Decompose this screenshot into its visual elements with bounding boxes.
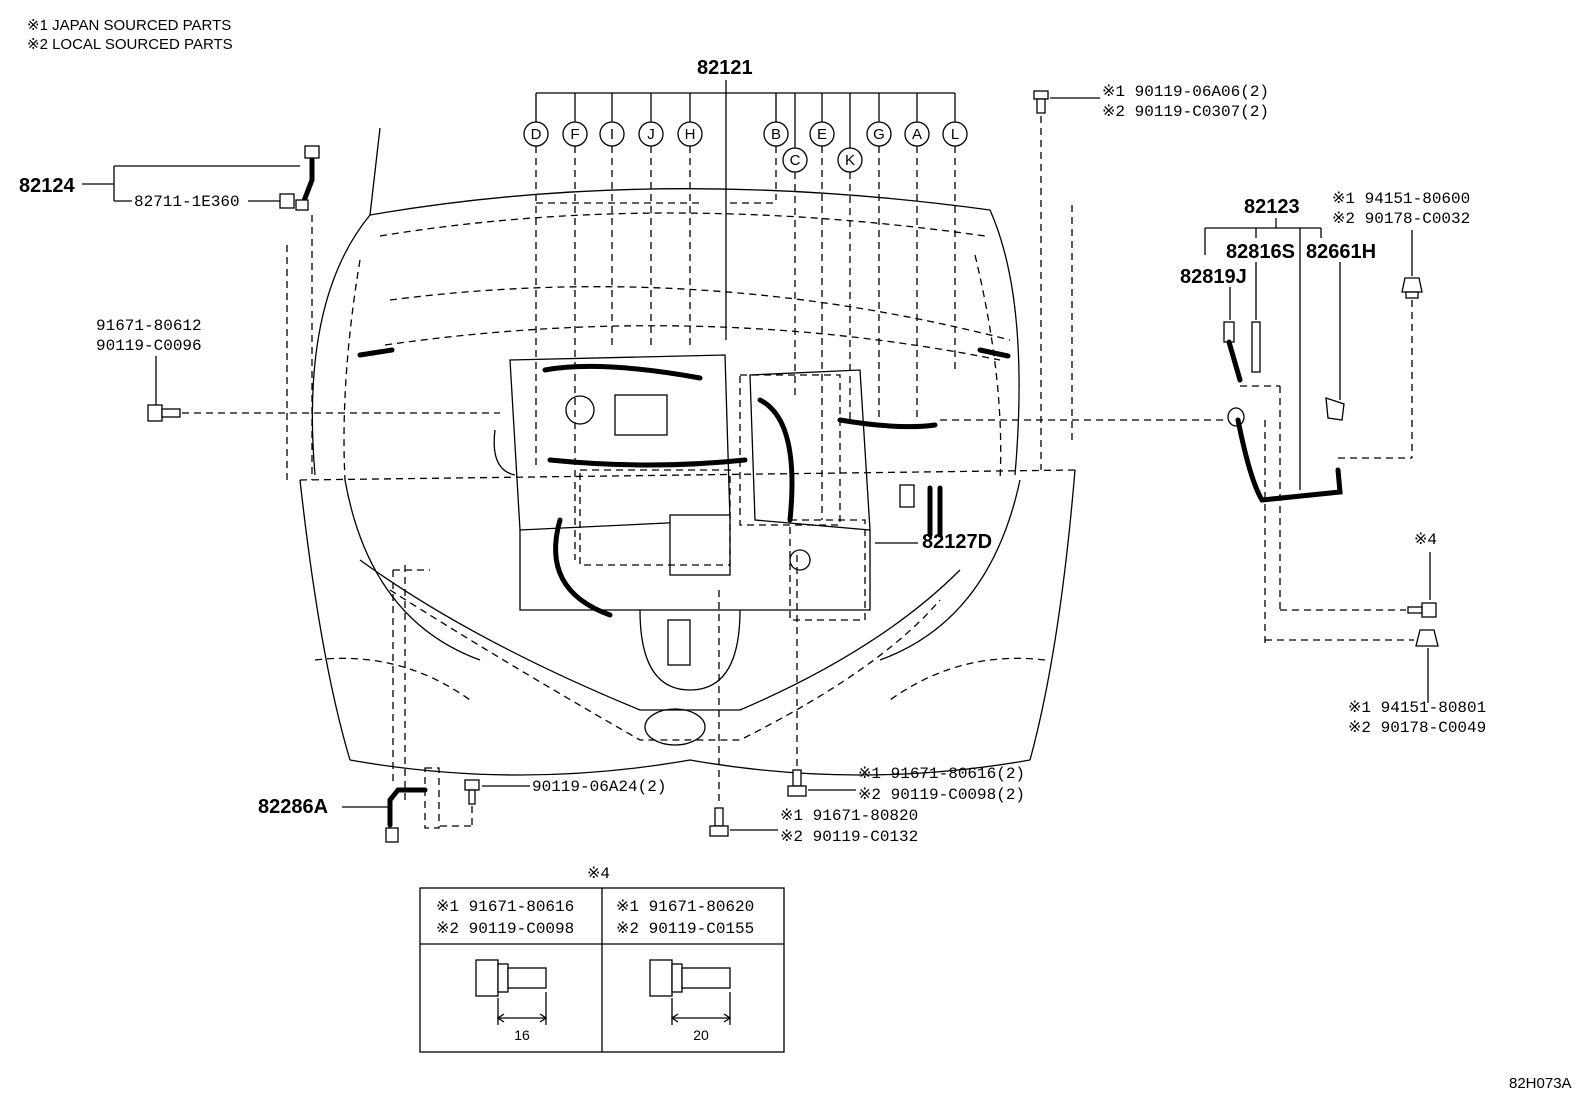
bolt-table-col1-line1: ※1 91671-80616	[436, 898, 574, 916]
clip-94151-80600-icon	[1401, 277, 1423, 299]
bolt-table-col1-line2: ※2 90119-C0098	[436, 920, 574, 938]
harness-bracket	[535, 80, 956, 340]
bolt-20-length: 20	[693, 1027, 709, 1043]
leader-82123	[1204, 218, 1341, 490]
bolt-16-icon	[475, 959, 548, 1025]
label-90119-c0132: ※2 90119-C0132	[780, 828, 918, 846]
connector-e: E	[817, 126, 827, 143]
figure-code: 82H073A	[1509, 1075, 1572, 1092]
label-82123: 82123	[1244, 196, 1300, 218]
bolt-table-ref: ※4	[587, 865, 610, 883]
vehicle-outline	[299, 127, 1076, 776]
label-82816s: 82816S	[1226, 241, 1295, 263]
connector-leaders	[535, 146, 956, 560]
bolt-20-icon	[649, 959, 732, 1025]
label-90119-c0307: ※2 90119-C0307(2)	[1102, 103, 1269, 121]
label-82121: 82121	[697, 57, 753, 79]
label-90119-c0098-2: ※2 90119-C0098(2)	[858, 786, 1025, 804]
part-82127d	[899, 484, 943, 538]
label-90178-c0032: ※2 90178-C0032	[1332, 210, 1470, 228]
bolt-table	[419, 887, 785, 1053]
bolt-90119-06a06-icon	[1033, 90, 1049, 114]
label-82127d: 82127D	[922, 531, 992, 553]
connector-b: B	[771, 126, 781, 143]
label-82711-1e360: 82711-1E360	[134, 193, 240, 211]
connector-g: G	[873, 126, 885, 143]
label-82661h: 82661H	[1306, 241, 1376, 263]
label-90178-c0049: ※2 90178-C0049	[1348, 719, 1486, 737]
bolt-16-length: 16	[514, 1027, 530, 1043]
clip-94151-80801-icon	[1415, 629, 1439, 647]
connector-i: I	[610, 126, 614, 143]
connector-a: A	[912, 126, 922, 143]
label-82286a: 82286A	[258, 796, 328, 818]
label-91671-80612: 91671-80612	[96, 317, 202, 335]
connector-circles	[523, 121, 968, 173]
label-94151-80600: ※1 94151-80600	[1332, 190, 1470, 208]
label-90119-06a06: ※1 90119-06A06(2)	[1102, 83, 1269, 101]
bolt-ref4-icon	[1407, 602, 1437, 618]
part-82123-harness	[1223, 321, 1412, 644]
connector-j: J	[647, 126, 655, 143]
label-82819j: 82819J	[1180, 266, 1247, 288]
connector-k: K	[845, 152, 855, 169]
connector-letters: D F I J H B E G A L C K	[531, 126, 960, 169]
note-local: ※2 LOCAL SOURCED PARTS	[27, 36, 233, 53]
label-91671-80616-2: ※1 91671-80616(2)	[858, 765, 1025, 783]
leader-82124	[82, 165, 300, 202]
connector-l: L	[951, 126, 959, 143]
part-82286a	[385, 767, 440, 843]
bolt-90119-06a24-icon	[464, 779, 480, 805]
label-90119-06a24: 90119-06A24(2)	[532, 778, 666, 796]
bolt-91671-80612-icon	[147, 404, 181, 422]
label-90119-c0096: 90119-C0096	[96, 337, 202, 355]
bolt-table-col2-line1: ※1 91671-80620	[616, 898, 754, 916]
connector-c: C	[790, 152, 801, 169]
bolt-91671-80820-icon	[709, 807, 729, 837]
label-82124: 82124	[19, 175, 75, 197]
label-ref4: ※4	[1414, 531, 1437, 549]
connector-f: F	[570, 126, 579, 143]
bolt-91671-80616-icon	[787, 769, 807, 797]
label-91671-80820: ※1 91671-80820	[780, 807, 918, 825]
connector-h: H	[685, 126, 696, 143]
label-94151-80801: ※1 94151-80801	[1348, 699, 1486, 717]
note-japan: ※1 JAPAN SOURCED PARTS	[27, 17, 231, 34]
bolt-table-col2-line2: ※2 90119-C0155	[616, 920, 754, 938]
engine-harness-area	[493, 354, 938, 621]
connector-d: D	[531, 126, 542, 143]
part-82124-sensor	[279, 145, 320, 211]
